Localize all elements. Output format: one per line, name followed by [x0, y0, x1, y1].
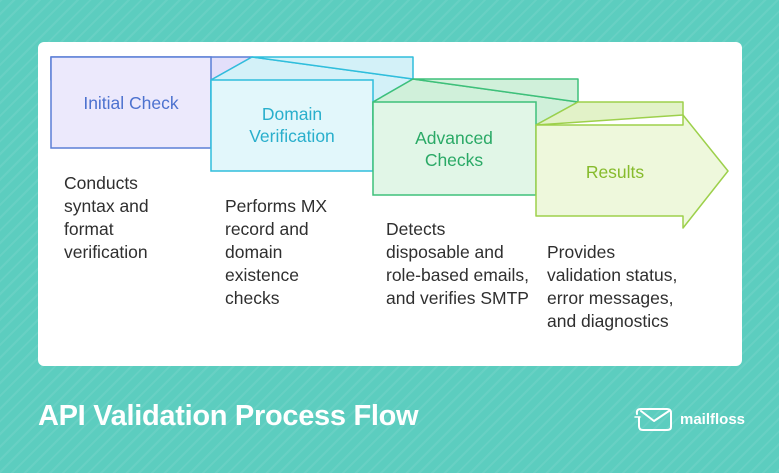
step-shape-results: [535, 101, 729, 229]
page-title: API Validation Process Flow: [38, 400, 419, 432]
step-box-initial-check: [50, 56, 212, 149]
step-box-advanced-checks: [372, 101, 537, 196]
step-description-advanced-checks: Detects disposable and role-based emails…: [386, 219, 529, 308]
brand-logo: mailfloss: [634, 406, 745, 432]
step-label-domain-verification: Domain Verification: [249, 104, 335, 146]
step-label-results: Results: [585, 162, 645, 182]
step-description-results: Provides validation status, error messag…: [547, 242, 678, 331]
step-shape-advanced-checks: [372, 78, 579, 196]
envelope-icon: [634, 408, 672, 431]
step-tab-domain-verification: [251, 56, 414, 80]
step-fold-results: [535, 101, 684, 126]
step-tab-advanced-checks: [412, 78, 579, 103]
step-shape-domain-verification: [210, 56, 414, 172]
step-label-advanced-checks: Advanced Checks: [415, 128, 493, 170]
step-description-initial-check: Conducts syntax and format verification: [64, 173, 149, 262]
step-arrow-results: [535, 114, 729, 229]
brand-name: mailfloss: [680, 410, 746, 428]
step-description-domain-verification: Performs MX record and domain existence …: [225, 196, 328, 308]
step-label-initial-check: Initial Check: [83, 93, 179, 113]
